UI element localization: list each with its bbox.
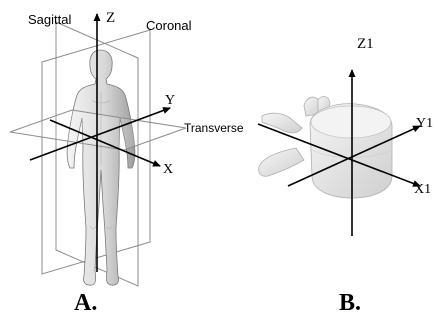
z-axis-label: Z: [106, 10, 115, 26]
y1-axis-label: Y1: [416, 116, 433, 131]
panel-b: Z1 Y1 X1: [258, 36, 433, 236]
panel-b-caption: B.: [339, 290, 361, 317]
panel-a: Sagittal Coronal Transverse Z Y X: [10, 10, 244, 286]
transverse-plane: [10, 110, 186, 150]
coronal-label: Coronal: [146, 18, 192, 33]
x-axis-label: X: [163, 162, 173, 177]
panel-a-caption: A.: [74, 290, 97, 317]
sagittal-label: Sagittal: [28, 12, 71, 27]
z1-axis-label: Z1: [357, 36, 374, 52]
y-axis-label: Y: [165, 93, 175, 108]
transverse-label: Transverse: [184, 121, 244, 135]
x1-axis-label: X1: [414, 182, 431, 197]
